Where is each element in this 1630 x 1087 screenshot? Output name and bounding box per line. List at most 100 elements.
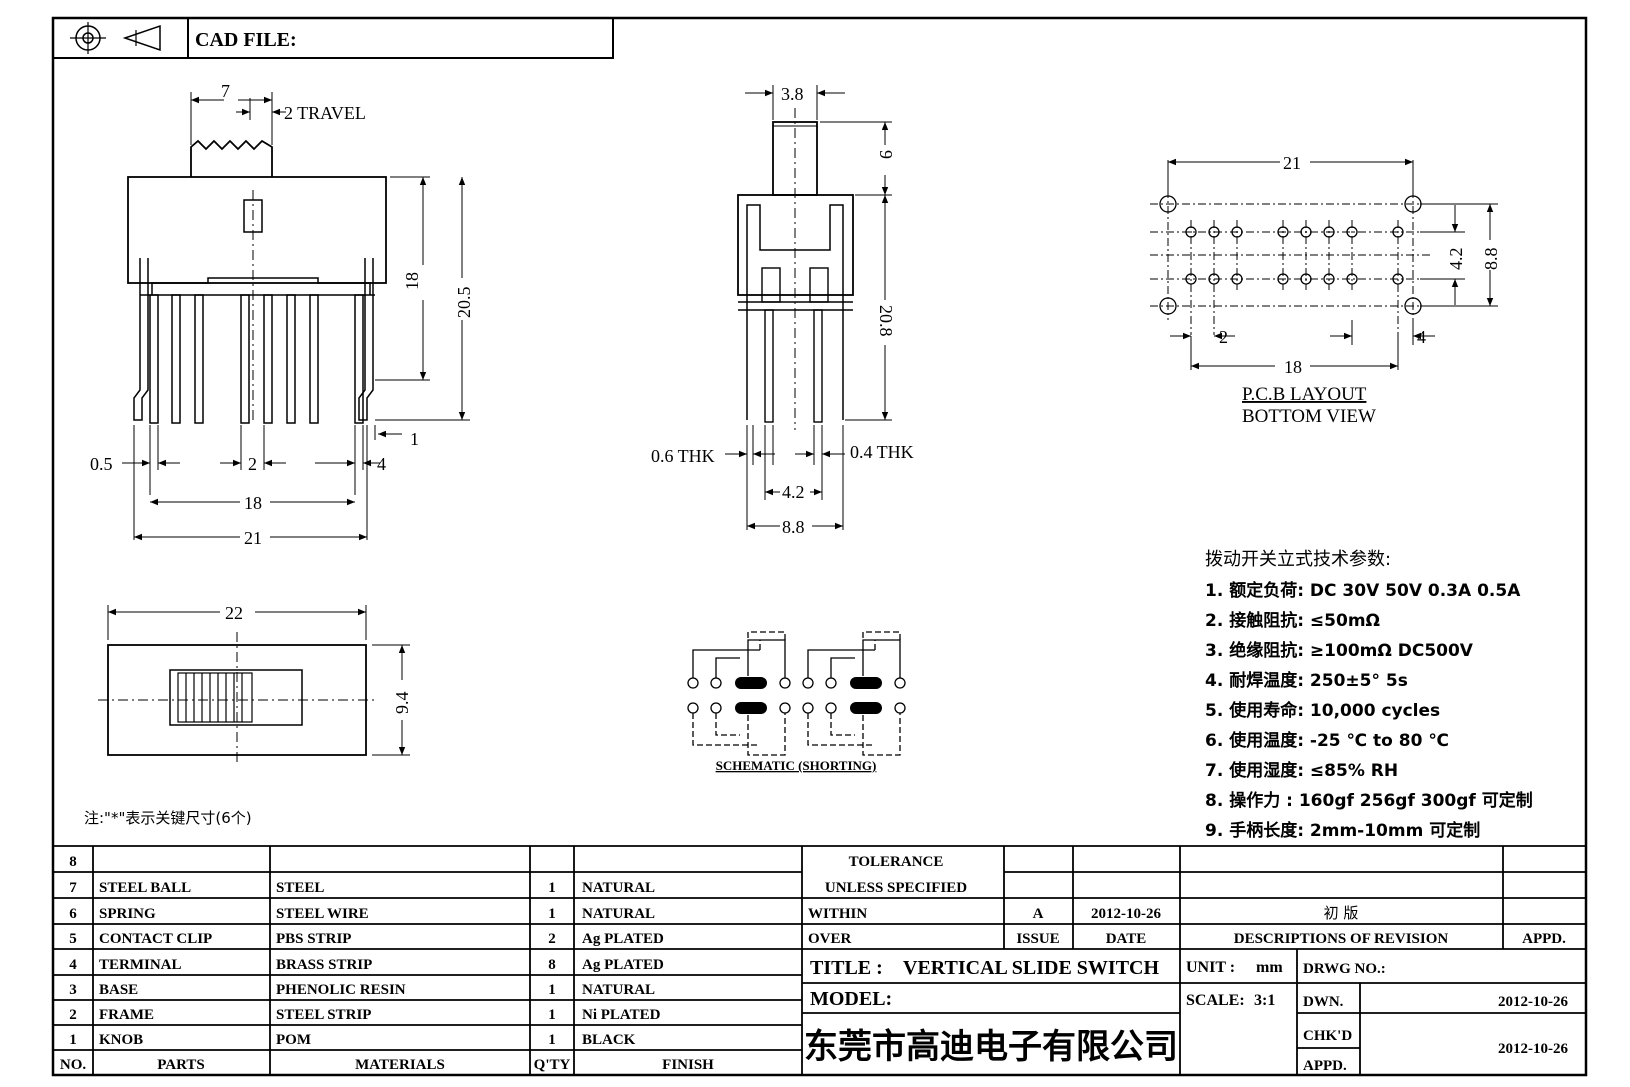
spec-item: 9. 手柄长度: 2mm-10mm 可定制 [1205, 820, 1480, 841]
bom-row-finish: Ag PLATED [582, 931, 664, 947]
dim-width-18: 18 [244, 493, 262, 513]
pcb-dim-8-8: 8.8 [1481, 248, 1501, 271]
key-dimension-note: 注:"*"表示关键尺寸(6个) [84, 809, 252, 827]
date-value: 2012-10-26 [1091, 906, 1161, 922]
spec-item: 5. 使用寿命: 10,000 cycles [1205, 700, 1440, 721]
bom-row-material: STEEL [276, 880, 324, 896]
dim-height-18: 18 [402, 272, 422, 290]
bom-row-no: 8 [69, 854, 77, 870]
bom-row-finish: BLACK [582, 1032, 636, 1048]
appd2-label: APPD. [1303, 1058, 1347, 1074]
dim-height-20-8: 20.8 [876, 305, 896, 337]
pcb-dim-18: 18 [1284, 357, 1302, 377]
bom-row-finish: Ni PLATED [582, 1007, 661, 1023]
pcb-dim-4-2: 4.2 [1446, 248, 1466, 271]
spec-item: 3. 绝缘阻抗: ≥100mΩ DC500V [1205, 640, 1474, 661]
bom-row-part: STEEL BALL [99, 880, 191, 896]
dim-travel: 2 TRAVEL [284, 103, 366, 123]
title-block: TOLERANCE UNLESS SPECIFIED WITHIN OVER A… [802, 846, 1586, 1075]
bom-header-parts: PARTS [157, 1057, 205, 1073]
dim-4-2: 4.2 [782, 482, 805, 502]
appd-label: APPD. [1522, 931, 1566, 947]
unless-specified-label: UNLESS SPECIFIED [825, 880, 967, 896]
bom-row-part: FRAME [99, 1007, 154, 1023]
bom-row-finish: NATURAL [582, 982, 655, 998]
pcb-dim-4: 4 [1417, 327, 1426, 347]
front-view: 7 2 TRAVEL 18 20.5 1 0.5 2 4 18 21 [90, 81, 474, 548]
spec-item: 6. 使用温度: -25 ℃ to 80 ℃ [1205, 730, 1449, 751]
bom-table: 8 7 STEEL BALL STEEL 1 NATURAL 6 SPRING … [53, 845, 1586, 1075]
top-dim-22: 22 [225, 603, 243, 623]
chkd-label: CHK'D [1303, 1028, 1352, 1044]
company-name: 东莞市高迪电子有限公司 [804, 1027, 1178, 1067]
spec-item: 7. 使用湿度: ≤85% RH [1205, 760, 1398, 781]
bom-row-finish: Ag PLATED [582, 957, 664, 973]
tolerance-label: TOLERANCE [849, 854, 944, 870]
header-box: CAD FILE: [52, 17, 614, 59]
bom-header-materials: MATERIALS [355, 1057, 445, 1073]
bom-row-qty: 1 [548, 1007, 556, 1023]
bom-row-no: 4 [69, 957, 77, 973]
unit-value: mm [1256, 959, 1283, 976]
drwg-no-label: DRWG NO.: [1303, 961, 1386, 977]
pcb-dim-21: 21 [1283, 153, 1301, 173]
bom-row-part: BASE [99, 982, 138, 998]
spec-item: 2. 接触阻抗: ≤50mΩ [1205, 610, 1380, 631]
top-dim-9-4: 9.4 [392, 692, 412, 715]
dim-knob-9: 9 [876, 150, 896, 159]
pcb-title: P.C.B LAYOUT [1242, 384, 1367, 405]
top-view: 22 9.4 [98, 603, 412, 765]
specs: 拨动开关立式技术参数: 1. 额定负荷: DC 30V 50V 0.3A 0.5… [1205, 549, 1533, 841]
dim-thk-0-4: 0.4 THK [850, 442, 914, 462]
projection-symbol-icon [70, 22, 161, 54]
bom-row-part: SPRING [99, 906, 156, 922]
dim-pitch-2: 2 [248, 454, 257, 474]
sheet-border [51, 16, 1588, 1077]
bom-row-finish: NATURAL [582, 906, 655, 922]
dim-pitch-4: 4 [377, 454, 386, 474]
issue-label: ISSUE [1016, 931, 1059, 947]
bom-row-no: 7 [69, 880, 77, 896]
bom-row-part: TERMINAL [99, 957, 182, 973]
bom-row-qty: 1 [548, 982, 556, 998]
dim-knob-3-8: 3.8 [781, 84, 804, 104]
schematic: SCHEMATIC (SHORTING) [687, 631, 906, 773]
title-value: VERTICAL SLIDE SWITCH [903, 957, 1159, 979]
chk-date: 2012-10-26 [1498, 1041, 1568, 1057]
bom-row-no: 6 [69, 906, 77, 922]
bom-row-material: STEEL STRIP [276, 1007, 371, 1023]
dim-knob-width: 7 [221, 81, 230, 101]
dim-8-8: 8.8 [782, 517, 805, 537]
bom-row-material: STEEL WIRE [276, 906, 369, 922]
over-label: OVER [808, 931, 852, 947]
bom-row-material: PHENOLIC RESIN [276, 982, 406, 998]
scale-value: 3:1 [1254, 992, 1275, 1009]
revision-description: 初 版 [1324, 904, 1359, 922]
bom-row-qty: 2 [548, 931, 556, 947]
bom-row-no: 3 [69, 982, 77, 998]
bom-header-qty: Q'TY [534, 1057, 571, 1073]
spec-item: 1. 额定负荷: DC 30V 50V 0.3A 0.5A [1205, 580, 1521, 601]
within-label: WITHIN [808, 906, 867, 922]
bom-header-finish: FINISH [662, 1057, 714, 1073]
bom-row-qty: 1 [548, 880, 556, 896]
date-label: DATE [1106, 931, 1147, 947]
unit-label: UNIT : [1186, 959, 1235, 976]
pcb-dim-2: 2 [1219, 327, 1228, 347]
bom-row-no: 1 [69, 1032, 77, 1048]
dwn-label: DWN. [1303, 994, 1344, 1010]
bom-row-part: KNOB [99, 1032, 143, 1048]
spec-item: 8. 操作力 : 160gf 256gf 300gf 可定制 [1205, 790, 1533, 811]
pcb-subtitle: BOTTOM VIEW [1242, 406, 1376, 427]
bom-row-qty: 8 [548, 957, 556, 973]
schematic-label: SCHEMATIC (SHORTING) [716, 758, 877, 773]
model-label: MODEL: [810, 988, 892, 1010]
bom-row-material: POM [276, 1032, 311, 1048]
descriptions-of-revision-label: DESCRIPTIONS OF REVISION [1234, 931, 1449, 947]
bom-row-part: CONTACT CLIP [99, 931, 212, 947]
dim-width-21: 21 [244, 528, 262, 548]
side-view: 3.8 9 20.8 0.6 THK 0.4 THK 4.2 8.8 [651, 84, 914, 537]
bom-row-qty: 1 [548, 1032, 556, 1048]
bom-row-no: 2 [69, 1007, 77, 1023]
